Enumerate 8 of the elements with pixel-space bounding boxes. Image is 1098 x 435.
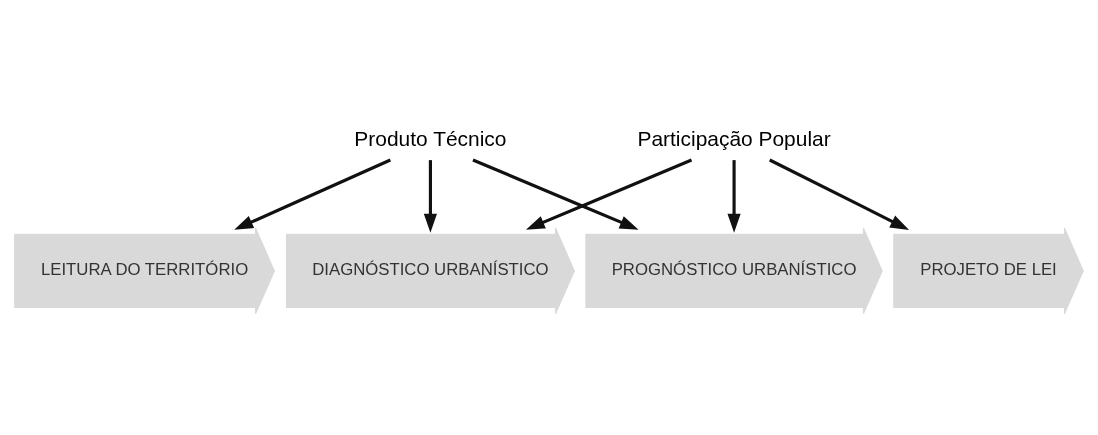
arrow [234, 158, 391, 230]
arrow [727, 159, 741, 233]
arrow [525, 158, 693, 230]
arrow [423, 159, 438, 233]
node-text: Participação Popular [637, 126, 831, 150]
arrow [472, 158, 639, 230]
node-text: Produto Técnico [354, 126, 507, 150]
arrow [769, 158, 910, 230]
